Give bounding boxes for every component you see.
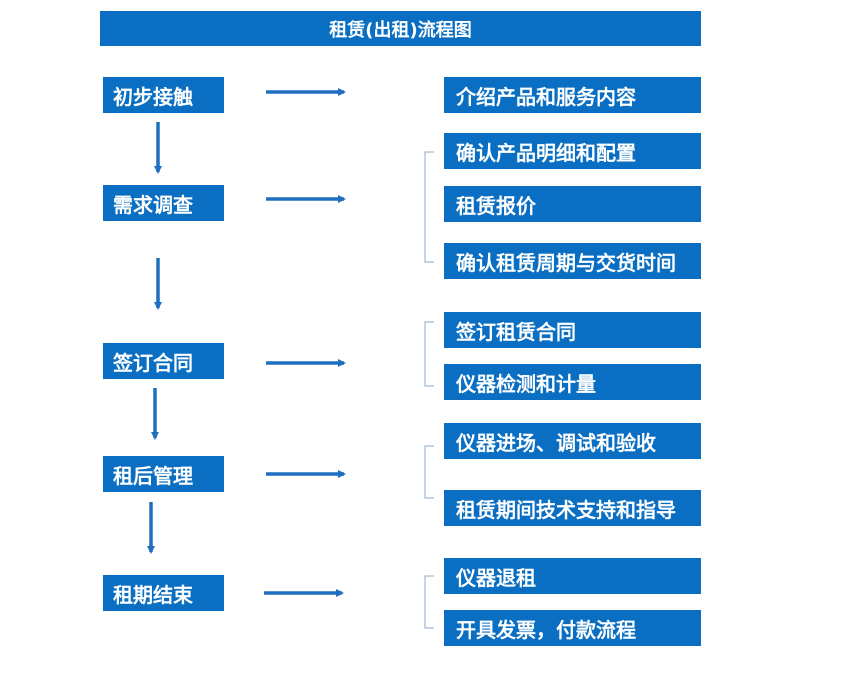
detail-onsite-acceptance: 仪器进场、调试和验收: [444, 423, 701, 459]
bracket-4: [424, 575, 434, 629]
bracket-3: [424, 445, 434, 499]
stage-initial-contact: 初步接触: [103, 77, 224, 113]
stage-post-lease: 租后管理: [103, 456, 224, 492]
stage-needs-survey: 需求调查: [103, 185, 224, 221]
detail-invoice-payment: 开具发票，付款流程: [444, 610, 701, 646]
bracket-1: [424, 151, 434, 263]
stage-lease-end: 租期结束: [103, 575, 224, 611]
detail-return-equipment: 仪器退租: [444, 558, 701, 594]
stage-sign-contract: 签订合同: [103, 343, 224, 379]
diagram-title: 租赁(出租)流程图: [100, 11, 701, 46]
detail-sign-lease: 签订租赁合同: [444, 312, 701, 348]
detail-lease-quote: 租赁报价: [444, 186, 701, 222]
detail-confirm-period: 确认租赁周期与交货时间: [444, 243, 701, 279]
detail-product-intro: 介绍产品和服务内容: [444, 77, 701, 113]
detail-confirm-config: 确认产品明细和配置: [444, 133, 701, 169]
detail-inspection: 仪器检测和计量: [444, 364, 701, 400]
detail-tech-support: 租赁期间技术支持和指导: [444, 490, 701, 526]
bracket-2: [424, 321, 434, 387]
